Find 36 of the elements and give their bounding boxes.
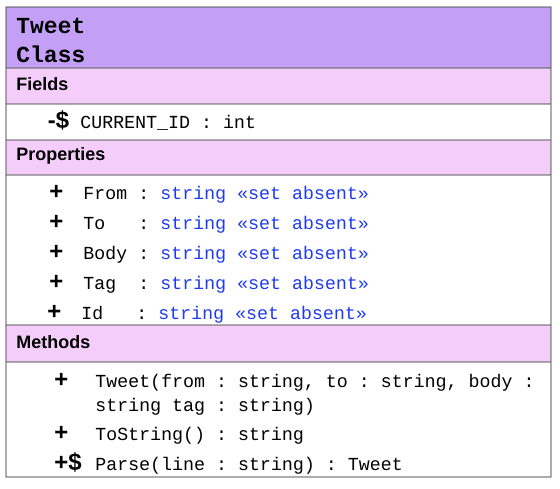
visibility-symbol: + [50,214,62,228]
colon: : [140,309,143,319]
property-type: string «set absent» [162,186,368,203]
method-signature: Tweet(from : string, to : string, body : string tag : string) [96,374,530,415]
property-name: Id [83,306,102,320]
property-name: To [84,216,104,230]
field-declaration: CURRENT_ID : int [81,114,254,130]
visibility-symbol: + [50,184,62,198]
section-box [6,362,551,474]
colon: : [142,249,145,259]
method-signature: ToString() : string [96,426,302,444]
class-box [6,6,552,478]
method-signature: Parse(line : string) : Tweet [96,456,401,474]
section-box [6,174,551,323]
visibility-symbol: +$ [55,452,82,472]
visibility-symbol: + [48,304,60,318]
property-type: string «set absent» [162,276,368,293]
visibility-symbol: + [50,244,62,258]
section-header: Methods [6,324,551,362]
visibility-symbol: -$ [48,110,69,130]
property-type: string «set absent» [160,306,366,323]
colon: : [142,219,145,229]
colon: : [142,189,145,199]
visibility-symbol: + [55,426,68,438]
section-box [6,104,551,130]
property-type: string «set absent» [162,246,368,263]
property-name: From [84,186,126,200]
visibility-symbol: + [50,274,62,288]
class-title-bar: Tweet Class [6,8,550,68]
section-header: Fields [6,68,551,104]
colon: : [142,279,145,289]
property-name: Tag [84,276,115,293]
property-type: string «set absent» [162,216,368,233]
visibility-symbol: + [55,372,68,386]
section-header: Properties [6,140,551,174]
property-name: Body [84,246,127,263]
